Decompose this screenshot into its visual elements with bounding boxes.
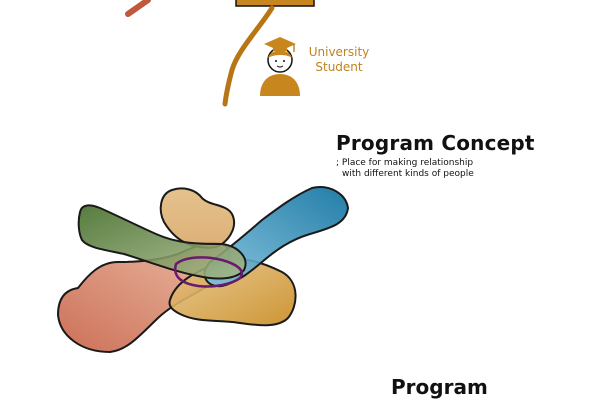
red-stroke-decoration bbox=[125, 0, 151, 17]
program-section-title: Program bbox=[391, 375, 488, 399]
subtitle-line2: with different kinds of people bbox=[342, 169, 474, 179]
signpost-pole bbox=[222, 5, 275, 107]
subtitle-line1: ; Place for making relationship bbox=[336, 158, 474, 168]
overlap-core-outline bbox=[173, 256, 243, 288]
student-label: University Student bbox=[304, 45, 374, 75]
graduate-student-icon bbox=[260, 37, 300, 96]
shape-green bbox=[77, 204, 247, 280]
program-concept-subtitle: ; Place for making relationship with dif… bbox=[336, 158, 536, 180]
student-label-line2: Student bbox=[315, 60, 363, 74]
signboard bbox=[235, 0, 315, 7]
program-concept-title: Program Concept bbox=[336, 131, 535, 155]
relationship-shapes bbox=[57, 186, 349, 353]
student-label-line1: University bbox=[308, 45, 370, 59]
